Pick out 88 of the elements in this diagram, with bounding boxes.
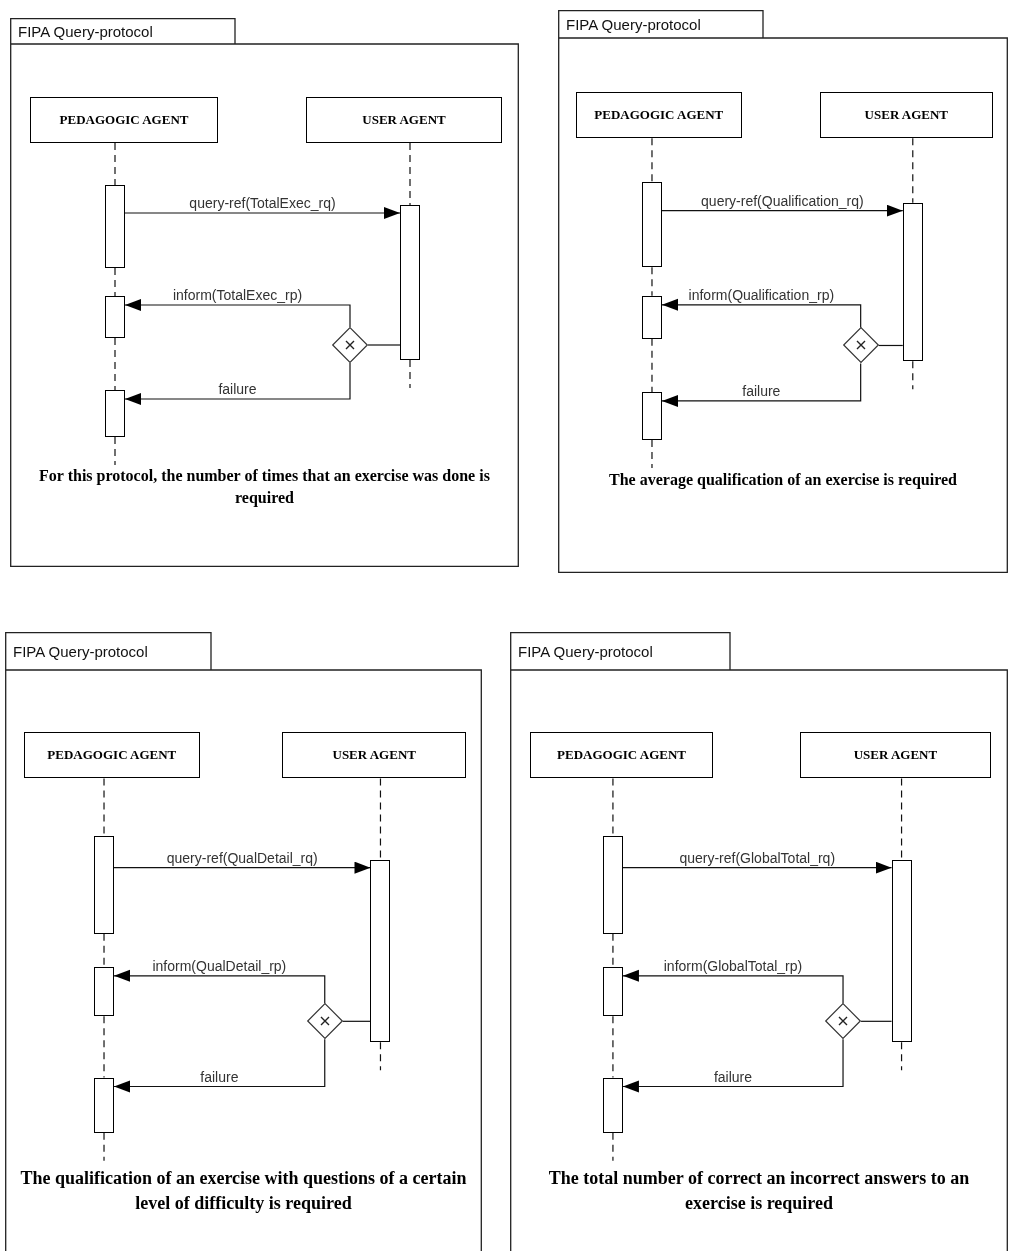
message-label: inform(GlobalTotal_rp) [663,958,803,974]
message-arrow [622,969,844,1004]
lifeline [114,436,116,466]
connector-line [860,1020,893,1022]
activation-bar [602,1077,623,1133]
frame-title: FIPA Query-protocol [13,642,148,660]
lifeline [103,1132,105,1162]
xor-decision-diamond [825,1003,862,1040]
lifeline [409,142,411,206]
agent-box: USER AGENT [306,97,502,143]
message-arrow [124,207,401,219]
activation-bar [400,205,420,360]
activation-bar [602,966,623,1017]
activation-bar [602,836,623,934]
sequence-diagram-frame [10,18,519,567]
activation-bar [94,1077,114,1133]
agent-box: USER AGENT [819,92,993,139]
activation-bar [105,390,125,437]
message-label: inform(TotalExec_rp) [172,287,303,303]
lifeline [651,266,653,297]
lifeline [651,137,653,183]
protocol-description: The average qualification of an exercise is required [608,469,958,491]
activation-bar [105,185,125,268]
xor-decision-diamond [306,1003,343,1040]
lifeline [409,359,411,389]
message-arrow [661,298,862,329]
activation-bar [891,859,912,1043]
lifeline [651,338,653,393]
lifeline [900,1041,903,1071]
agent-box: USER AGENT [799,732,992,779]
message-label: query-ref(GlobalTotal_rq) [679,850,836,866]
frame-title: FIPA Query-protocol [18,22,153,40]
activation-bar [370,859,391,1043]
agent-box: PEDAGOGIC AGENT [529,732,714,779]
lifeline [912,360,914,390]
message-label: inform(Qualification_rp) [688,287,835,303]
message-label: query-ref(Qualification_rq) [701,193,864,209]
activation-bar [642,182,662,268]
lifeline [114,337,116,391]
lifeline [114,142,116,186]
activation-bar [94,966,114,1017]
protocol-description: The total number of correct an incorrect answers to an exercise is required [547,1166,971,1216]
connector-line [878,344,904,347]
lifeline [612,933,614,968]
message-label: query-ref(TotalExec_rq) [189,195,336,211]
connector-line [342,1020,372,1022]
message-arrow [661,362,862,407]
message-arrow [113,1038,326,1093]
lifeline [114,267,116,297]
lifeline [103,1015,105,1079]
lifeline [612,1015,614,1079]
activation-bar [902,202,923,362]
activation-bar [94,836,114,934]
sequence-diagram-frame [558,10,1008,573]
agent-box: PEDAGOGIC AGENT [30,97,218,143]
message-label: inform(QualDetail_rp) [152,958,287,974]
agent-box: USER AGENT [282,732,467,779]
lifeline [103,933,105,968]
message-arrow [622,861,893,874]
message-arrow [661,204,904,217]
activation-bar [642,391,662,440]
xor-decision-diamond [842,327,879,364]
message-arrow [124,362,351,405]
connector-line [367,344,401,346]
frame-title: FIPA Query-protocol [566,15,701,33]
sequence-diagram-frame [5,632,482,1251]
message-label: query-ref(QualDetail_rq) [166,850,318,866]
agent-box: PEDAGOGIC AGENT [23,732,200,779]
activation-bar [105,296,125,338]
activation-bar [642,295,662,339]
protocol-description: For this protocol, the number of times that an exercise was done is required [38,466,491,509]
message-label: failure [200,1069,239,1085]
lifeline [612,1132,614,1162]
protocol-description: The qualification of an exercise with questions of a certain level of difficulty is required [19,1166,468,1216]
message-label: failure [742,383,781,399]
message-arrow [113,861,372,874]
message-arrow [622,1038,844,1093]
xor-decision-diamond [332,327,368,363]
agent-box: PEDAGOGIC AGENT [575,92,742,139]
lifeline [379,1041,382,1071]
message-arrow [113,969,326,1004]
message-label: failure [218,381,257,397]
lifeline [651,439,653,469]
lifeline [912,137,914,204]
sequence-diagram-frame [510,632,1008,1251]
frame-title: FIPA Query-protocol [518,642,653,660]
message-label: failure [713,1069,753,1085]
message-arrow [124,299,351,328]
